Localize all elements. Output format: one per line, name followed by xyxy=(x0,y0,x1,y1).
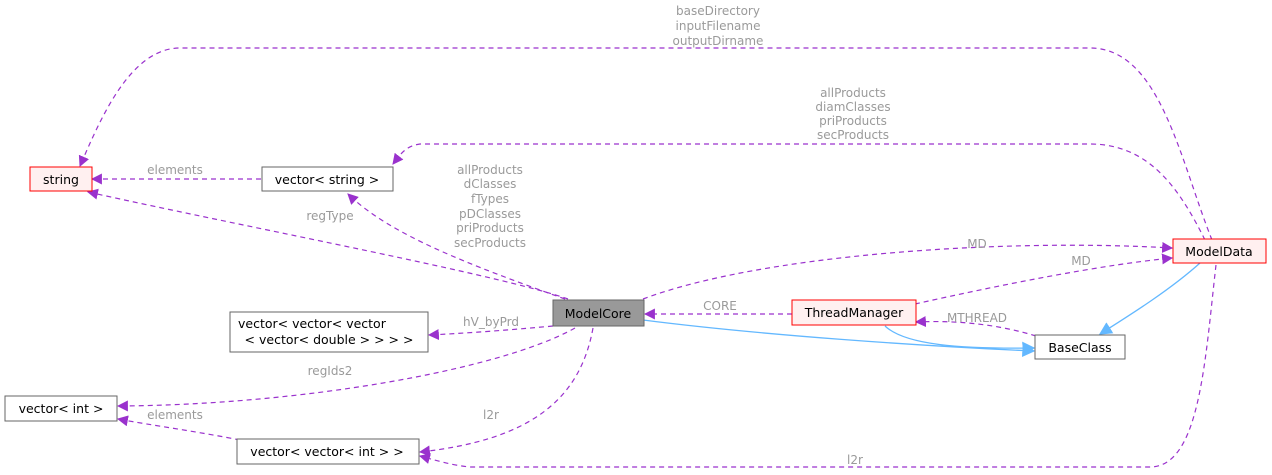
node-modeldata[interactable]: ModelData xyxy=(1172,238,1267,264)
node-vector-vector-int-label: vector< vector< int > > xyxy=(250,444,403,459)
edge-threadmanager-modeldata xyxy=(914,253,1174,305)
edge-modeldata-vector-string xyxy=(392,143,1206,241)
node-string-label: string xyxy=(43,172,79,187)
edge-label-secproducts-md: secProducts xyxy=(817,128,889,142)
node-modelcore[interactable]: ModelCore xyxy=(552,299,645,327)
edge-label-inputfilename: inputFilename xyxy=(676,19,761,33)
node-vvvv-label-line1: vector< vector< vector xyxy=(238,316,387,331)
node-baseclass[interactable]: BaseClass xyxy=(1034,334,1126,360)
node-modelcore-label: ModelCore xyxy=(565,306,632,321)
node-vector-int[interactable]: vector< int > xyxy=(4,395,118,422)
edge-inherit-modeldata-baseclass xyxy=(1098,262,1201,335)
edge-label-l2r-md: l2r xyxy=(847,453,863,467)
edge-modelcore-vvi xyxy=(418,327,594,457)
edge-label-md-mc: MD xyxy=(967,237,987,251)
node-vector-string[interactable]: vector< string > xyxy=(261,166,394,192)
node-baseclass-label: BaseClass xyxy=(1048,340,1111,355)
edge-label-elements-vs: elements xyxy=(147,163,203,177)
edge-baseclass-threadmanager xyxy=(914,316,1037,337)
edge-label-dclasses: dClasses xyxy=(464,177,517,191)
edge-label-regids2: regIds2 xyxy=(308,364,353,378)
edge-label-secproducts-mc: secProducts xyxy=(454,236,526,250)
node-vector-string-label: vector< string > xyxy=(275,172,379,187)
edge-label-ftypes: fTypes xyxy=(471,192,509,206)
edge-label-regtype: regType xyxy=(306,209,353,223)
edge-label-priproducts-md: priProducts xyxy=(819,114,887,128)
node-vector-vector-vector-double[interactable]: vector< vector< vector < vector< double … xyxy=(229,311,429,353)
edge-modelcore-modeldata xyxy=(642,241,1174,300)
edge-inherit-modelcore-baseclass xyxy=(642,319,1036,357)
edge-label-md-tm: MD xyxy=(1071,254,1091,268)
edge-modelcore-vector-string xyxy=(347,193,566,300)
edge-label-allproducts-mc: allProducts xyxy=(457,163,523,177)
edge-modeldata-vvi xyxy=(418,264,1217,468)
node-vector-int-label: vector< int > xyxy=(19,401,104,416)
node-threadmanager-label: ThreadManager xyxy=(804,305,904,320)
edge-label-hv-byprd: hV_byPrd xyxy=(463,315,519,329)
edge-modelcore-vvvv xyxy=(427,325,554,341)
edge-modelcore-string xyxy=(86,188,569,300)
edge-label-outputdirname: outputDirname xyxy=(673,34,764,48)
node-vvvv-label-line2: < vector< double > > > > xyxy=(245,332,414,347)
edge-label-elements-vvi: elements xyxy=(147,408,203,422)
edge-label-basedirectory: baseDirectory xyxy=(676,4,760,18)
edge-label-pdclasses: pDClasses xyxy=(459,207,521,221)
edge-label-mthread: MTHREAD xyxy=(947,311,1007,325)
edge-label-l2r-mc: l2r xyxy=(483,408,499,422)
edge-inherit-threadmanager-baseclass xyxy=(884,325,1036,355)
node-vector-vector-int[interactable]: vector< vector< int > > xyxy=(236,438,420,465)
edge-label-allproducts-md: allProducts xyxy=(820,86,886,100)
node-threadmanager[interactable]: ThreadManager xyxy=(791,299,917,326)
edge-label-core: CORE xyxy=(703,299,737,313)
edge-modelcore-vector-int xyxy=(116,327,576,412)
node-modeldata-label: ModelData xyxy=(1185,244,1252,259)
node-string[interactable]: string xyxy=(29,166,93,192)
edge-label-priproducts-mc: priProducts xyxy=(456,221,524,235)
edge-modeldata-string xyxy=(78,47,1213,241)
edge-vvi-vector-int xyxy=(116,415,241,441)
edge-label-diamclasses: diamClasses xyxy=(815,100,890,114)
